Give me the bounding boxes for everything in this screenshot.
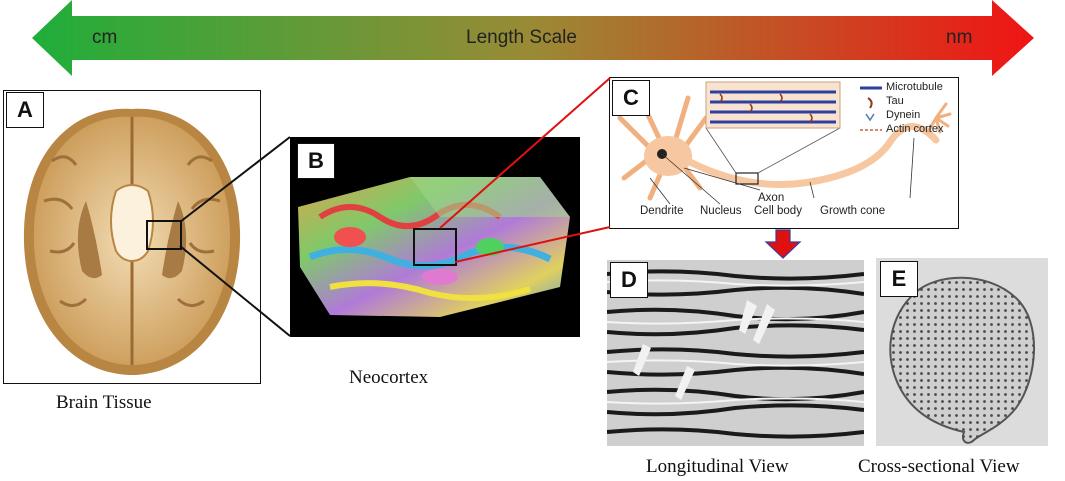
panel-b-caption: Neocortex	[349, 367, 429, 388]
panel-c-label: C	[612, 80, 650, 116]
cross-section-em-image	[876, 258, 1048, 446]
neuron-schematic	[617, 81, 952, 205]
panel-a-label: A	[6, 92, 44, 128]
legend-dynein: Dynein	[886, 109, 921, 121]
panel-d-caption: Longitudinal View	[646, 456, 789, 477]
length-scale-arrow	[32, 0, 1034, 76]
legend-actin-cortex: Actin cortex	[886, 123, 944, 135]
panel-b-zoom-box	[413, 228, 457, 266]
scale-center-label: Length Scale	[466, 27, 577, 48]
label-cell-body: Cell body	[754, 205, 802, 217]
panel-b-label: B	[297, 143, 335, 179]
panel-e-frame	[876, 258, 1048, 446]
label-growth-cone: Growth cone	[820, 205, 886, 217]
panel-d-frame	[606, 260, 865, 446]
scale-left-label: cm	[92, 27, 118, 48]
panel-d-label: D	[610, 262, 648, 298]
panel-e-label: E	[880, 261, 918, 297]
label-nucleus: Nucleus	[700, 205, 742, 217]
panel-a-frame	[3, 90, 261, 384]
panel-a-zoom-box	[146, 220, 182, 250]
longitudinal-em-image	[606, 260, 865, 446]
legend-microtubule: Microtubule	[886, 81, 943, 93]
brain-section-image	[23, 108, 241, 375]
legend-tau: Tau	[886, 95, 904, 107]
panel-e-caption: Cross-sectional View	[858, 456, 1020, 477]
label-dendrite: Dendrite	[640, 205, 684, 217]
panel-c-frame: Microtubule Tau Dynein Actin cortex Dend…	[609, 77, 959, 229]
scale-right-label: nm	[946, 27, 973, 48]
panel-a-caption: Brain Tissue	[56, 392, 152, 413]
label-axon: Axon	[758, 192, 785, 204]
